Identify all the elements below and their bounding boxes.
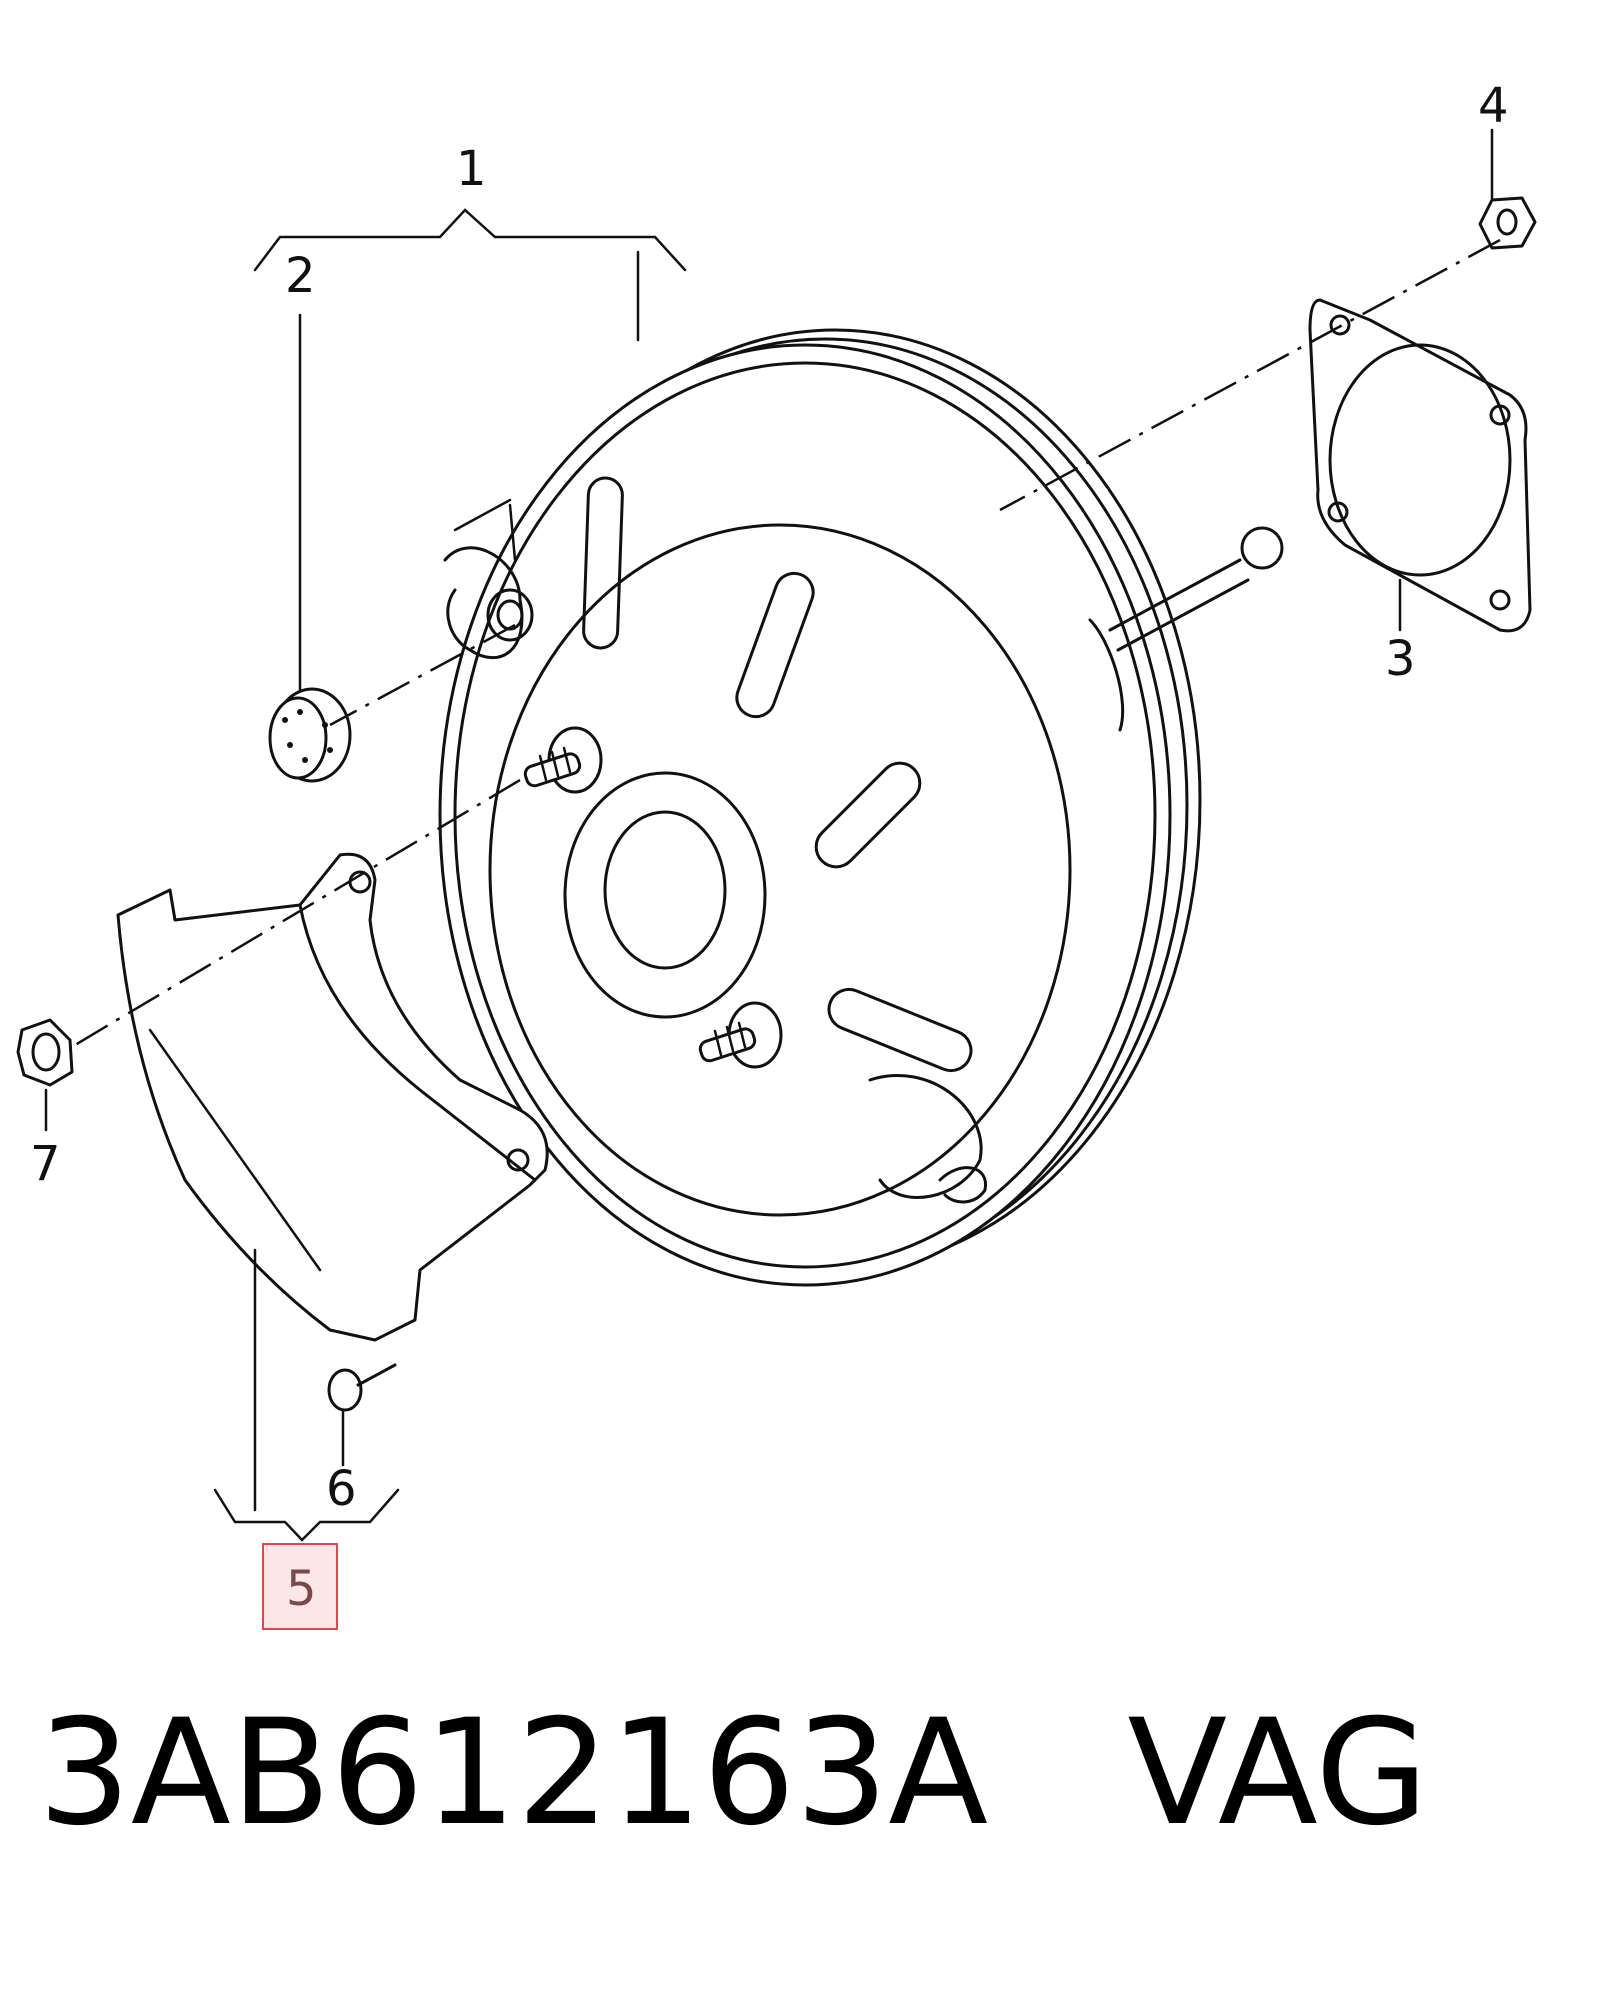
leader-lines <box>44 128 1494 1542</box>
callout-4: 4 <box>1478 78 1509 134</box>
assembly-lines <box>74 238 1501 1047</box>
callout-5: 5 <box>286 1561 317 1617</box>
stud-lower <box>698 1021 757 1063</box>
nut-left <box>16 1018 74 1087</box>
callout-3: 3 <box>1385 631 1416 687</box>
gasket <box>1308 298 1532 633</box>
grommet <box>268 687 352 783</box>
brake-booster <box>438 328 1284 1287</box>
clip <box>327 1363 397 1412</box>
nut-top <box>1478 196 1537 250</box>
callout-5-highlight: 5 <box>262 1543 338 1630</box>
callout-6: 6 <box>326 1461 357 1517</box>
heat-shield <box>116 852 549 1342</box>
stud-upper <box>523 746 582 788</box>
callout-1: 1 <box>456 141 487 197</box>
callout-2: 2 <box>285 248 316 304</box>
callout-7: 7 <box>30 1136 61 1192</box>
part-number-caption: 3AB612163A VAG <box>38 1688 1429 1858</box>
